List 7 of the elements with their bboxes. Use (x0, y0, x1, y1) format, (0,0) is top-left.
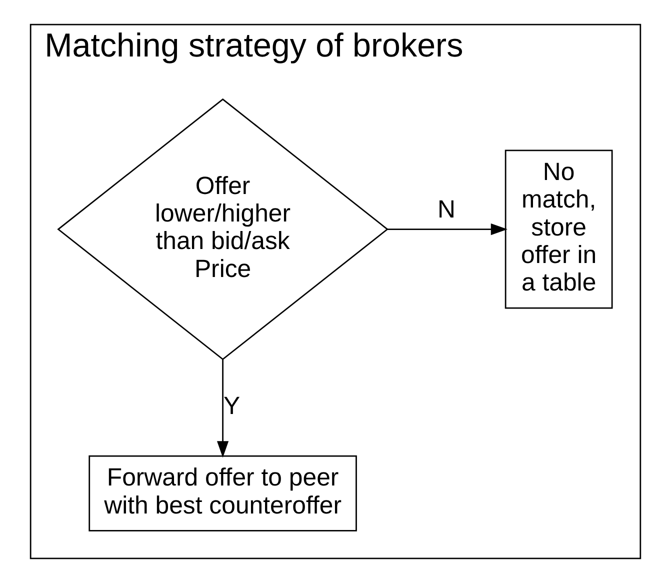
node-box: No match, store offer in a table (504, 150, 613, 309)
edge-label: Y (223, 392, 240, 420)
node-box: Forward offer to peer with best counteroffer (88, 455, 357, 532)
node-diamond: Offer lower/higher than bid/ask Price (57, 98, 388, 360)
arrow (216, 359, 229, 458)
edge-label: N (437, 195, 456, 224)
arrow (387, 223, 508, 236)
